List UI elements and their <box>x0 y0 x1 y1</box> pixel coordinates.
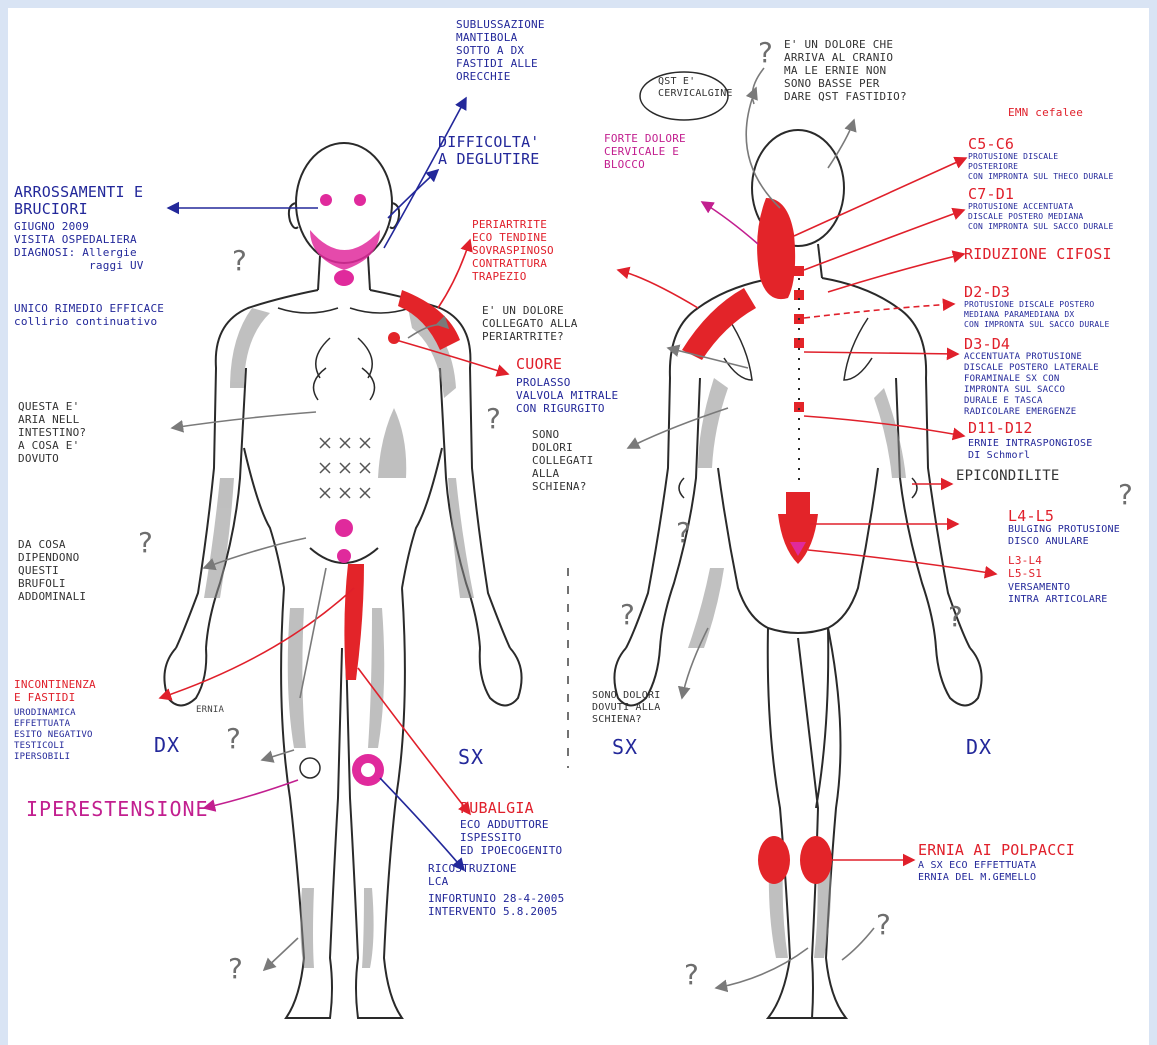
note-urodinamica: URODINAMICA EFFETTUATA ESITO NEGATIVO TE… <box>14 708 93 763</box>
left-eye-mark <box>320 194 332 206</box>
note-brufoli: DA COSA DIPENDONO QUESTI BRUFOLI ADDOMIN… <box>18 538 86 603</box>
left-calf-mark <box>758 836 790 884</box>
question-mark: ? <box>1118 478 1133 511</box>
note-cifosi: RIDUZIONE CIFOSI <box>964 246 1112 263</box>
note-l3-title: L3-L4 L5-S1 <box>1008 554 1042 580</box>
label-dx-front: DX <box>154 734 180 756</box>
question-mark: ? <box>226 722 241 755</box>
note-qst-cervicalgine: QST E' CERVICALGINE <box>658 76 733 100</box>
lumbar-red-mark <box>786 492 810 514</box>
note-periartrite: PERIARTRITE ECO TENDINE SOVRASPINOSO CON… <box>472 218 554 283</box>
note-ernia-label: ERNIA <box>196 704 224 717</box>
right-eye-mark <box>354 194 366 206</box>
note-arrossamenti: ARROSSAMENTI E BRUCIORI <box>14 184 143 218</box>
back-torso <box>626 278 970 648</box>
note-c5-title: C5-C6 <box>968 136 1014 153</box>
label-sx-back: SX <box>612 736 638 758</box>
question-mark: ? <box>486 402 501 435</box>
question-mark: ? <box>758 36 773 69</box>
note-dolore-periartrite: E' UN DOLORE COLLEGATO ALLA PERIARTRITE? <box>482 304 578 343</box>
note-pubalgia-title: PUBALGIA <box>460 800 534 817</box>
label-sx-front: SX <box>458 746 484 768</box>
note-iperestensione: IPERESTENSIONE <box>26 798 209 820</box>
annotation-arrows <box>160 68 996 988</box>
back-shading <box>688 378 906 958</box>
throat-mark <box>334 270 354 286</box>
question-mark: ? <box>232 244 247 277</box>
note-l3-detail: VERSAMENTO INTRA ARTICOLARE <box>1008 582 1108 606</box>
note-l4-title: L4-L5 <box>1008 508 1054 525</box>
note-giugno: GIUGNO 2009 VISITA OSPEDALIERA DIAGNOSI:… <box>14 220 144 272</box>
note-d3-detail: ACCENTUATA PROTUSIONE DISCALE POSTERO LA… <box>964 352 1099 418</box>
note-sublussazione: SUBLUSSAZIONE MANTIBOLA SOTTO A DX FASTI… <box>456 18 545 83</box>
note-ricostruzione: RICOSTRUZIONE LCA <box>428 862 517 888</box>
note-pubalgia-detail: ECO ADDUTTORE ISPESSITO ED IPOECOGENITO <box>460 818 562 857</box>
pubic-pink-mark <box>337 549 351 563</box>
front-pain-marks <box>310 194 460 786</box>
note-epicondilite: EPICONDILITE <box>956 470 1060 483</box>
note-c7-detail: PROTUSIONE ACCENTUATA DISCALE POSTERO ME… <box>968 202 1113 232</box>
spine-mark-1 <box>794 266 804 276</box>
note-dolori-dovuti: SONO DOLORI DOVUTI ALLA SCHIENA? <box>592 690 660 726</box>
note-rimedio: UNICO RIMEDIO EFFICACE collirio continua… <box>14 302 164 328</box>
note-c7-title: C7-D1 <box>968 186 1014 203</box>
note-d11-title: D11-D12 <box>968 420 1033 437</box>
question-mark: ? <box>228 952 243 985</box>
groin-red-mark <box>344 564 364 680</box>
question-mark: ? <box>676 516 691 549</box>
note-c5-detail: PROTUSIONE DISCALE POSTERIORE CON IMPRON… <box>968 152 1113 182</box>
heart-mark <box>388 332 400 344</box>
note-deglutire: DIFFICOLTA' A DEGLUTIRE <box>438 134 540 168</box>
note-ernia-polpacci-title: ERNIA AI POLPACCI <box>918 842 1075 859</box>
note-infortunio: INFORTUNIO 28-4-2005 INTERVENTO 5.8.2005 <box>428 892 564 918</box>
note-forte-dolore: FORTE DOLORE CERVICALE E BLOCCO <box>604 132 686 171</box>
note-d11-detail: ERNIE INTRASPONGIOSE DI Schmorl <box>968 438 1092 462</box>
note-sono-dolori-schiena: SONO DOLORI COLLEGATI ALLA SCHIENA? <box>532 428 593 493</box>
back-pain-marks <box>682 198 832 884</box>
question-mark: ? <box>948 600 963 633</box>
question-mark: ? <box>684 958 699 991</box>
note-cuore-title: CUORE <box>516 356 562 373</box>
right-calf-mark <box>800 836 832 884</box>
note-d3-title: D3-D4 <box>964 336 1010 353</box>
note-emn-cefalee: EMN cefalee <box>1008 106 1083 119</box>
question-mark: ? <box>620 598 635 631</box>
label-dx-back: DX <box>966 736 992 758</box>
spine-mark-5 <box>794 402 804 412</box>
front-head <box>296 143 392 263</box>
navel-pink-mark <box>335 519 353 537</box>
note-incontinenza: INCONTINENZA E FASTIDI <box>14 678 96 704</box>
pain-map-sheet: SUBLUSSAZIONE MANTIBOLA SOTTO A DX FASTI… <box>8 8 1149 1045</box>
note-l4-detail: BULGING PROTUSIONE DISCO ANULARE <box>1008 524 1120 548</box>
sacrum-red-mark <box>778 514 818 564</box>
question-mark: ? <box>138 526 153 559</box>
note-ernia-polpacci-detail: A SX ECO EFFETTUATA ERNIA DEL M.GEMELLO <box>918 860 1036 884</box>
question-mark: ? <box>876 908 891 941</box>
note-cuore-detail: PROLASSO VALVOLA MITRALE CON RIGURGITO <box>516 376 618 415</box>
note-intestino: QUESTA E' ARIA NELL INTESTINO? A COSA E'… <box>18 400 86 465</box>
note-dolore-cranio: E' UN DOLORE CHE ARRIVA AL CRANIO MA LE … <box>784 38 907 103</box>
note-d2-detail: PROTUSIONE DISCALE POSTERO MEDIANA PARAM… <box>964 300 1109 330</box>
note-d2-title: D2-D3 <box>964 284 1010 301</box>
